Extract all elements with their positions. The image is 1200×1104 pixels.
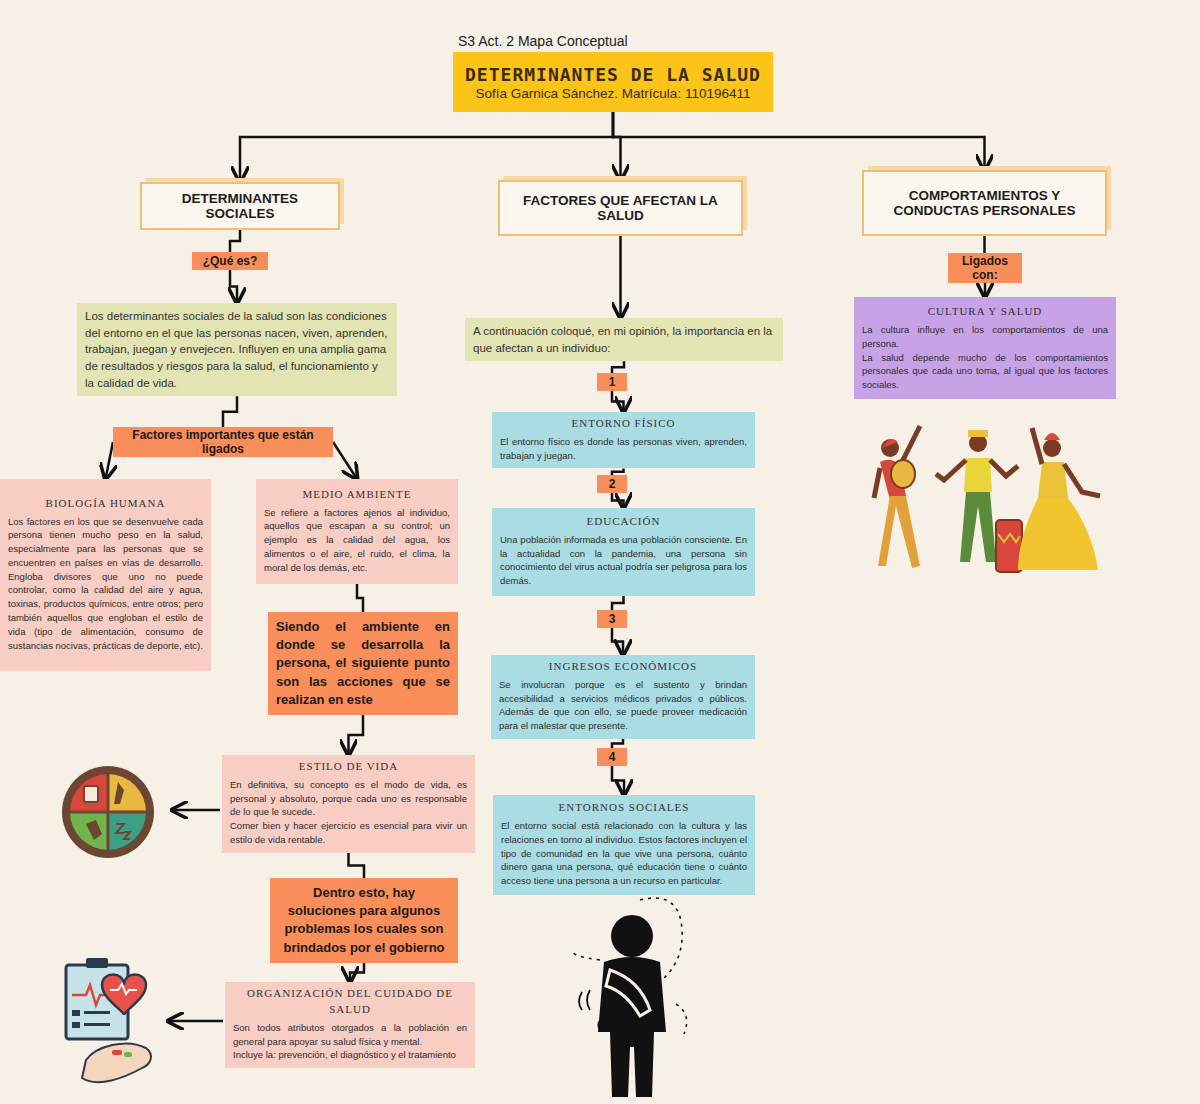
box-text: 2 <box>602 477 622 491</box>
callout-number: 4 <box>597 748 627 766</box>
connector <box>612 391 624 412</box>
factor-box: ENTORNO FÍSICO El entorno físico es donde… <box>492 412 755 468</box>
connector <box>230 230 240 252</box>
link-tag: Factores importantes que están ligados <box>113 427 333 457</box>
box-text: Comer bien y hacer ejercicio es esencial… <box>230 819 467 847</box>
leader-arrow <box>168 1020 223 1023</box>
banner-box: FACTORES QUE AFECTAN LA SALUD <box>498 180 743 236</box>
connector <box>350 963 364 982</box>
health-care-icon <box>66 958 151 1082</box>
connector <box>106 442 114 479</box>
box-heading: ORGANIZACIÓN DEL CUIDADO DE SALUD <box>233 986 467 1018</box>
box-text: FACTORES QUE AFECTAN LA SALUD <box>510 193 731 223</box>
factor-box: ENTORNOS SOCIALES El entorno social está … <box>493 795 755 895</box>
box-heading: CULTURA Y SALUD <box>862 304 1108 320</box>
factor-box: EDUCACIÓN Una población informada es una … <box>492 508 755 596</box>
box-heading: MEDIO AMBIENTE <box>264 487 450 503</box>
factor-box: INGRESOS ECONÓMICOS Se involucran porque … <box>491 655 755 739</box>
box-text: Una población informada es una población… <box>500 533 747 588</box>
concept-box: BIOLOGÍA HUMANA Los factores en los que s… <box>0 479 211 671</box>
connector <box>984 283 987 297</box>
box-heading: ENTORNO FÍSICO <box>500 416 747 432</box>
connector <box>612 739 623 748</box>
box-text: DETERMINANTES SOCIALES <box>152 191 328 221</box>
box-heading: ESTILO DE VIDA <box>230 759 467 775</box>
connector <box>619 236 622 318</box>
connector <box>230 270 237 303</box>
box-heading: ENTORNOS SOCIALES <box>501 800 747 816</box>
link-tag: Ligados con: <box>948 253 1022 283</box>
box-heading: INGRESOS ECONÓMICOS <box>499 659 747 675</box>
note-box: Dentro esto, hay soluciones para algunos… <box>270 878 458 963</box>
connector <box>357 584 363 612</box>
callout-number: 2 <box>597 475 627 493</box>
concept-box: ORGANIZACIÓN DEL CUIDADO DE SALUD Son tod… <box>225 982 475 1068</box>
box-text: La salud depende mucho de los comportami… <box>862 351 1108 392</box>
box-text: Sofía Garnica Sánchez. Matrícula: 110196… <box>463 86 763 101</box>
connector <box>612 596 624 610</box>
note-box: Siendo el ambiente en donde se desarroll… <box>268 612 458 715</box>
leader-arrow <box>172 809 220 812</box>
concept-box: ESTILO DE VIDA En definitiva, su concepto… <box>222 755 475 853</box>
sheet-label: S3 Act. 2 Mapa Conceptual <box>458 33 628 49</box>
box-text: A continuación coloqué, en mi opinión, l… <box>473 323 775 356</box>
callout-number: 3 <box>597 610 627 628</box>
box-text: COMPORTAMIENTOS Y CONDUCTAS PERSONALES <box>874 188 1095 218</box>
connector <box>333 442 357 479</box>
connector <box>612 493 624 508</box>
box-text: El entorno físico es donde las personas … <box>500 435 747 463</box>
box-text: Factores importantes que están ligados <box>118 428 328 456</box>
connector <box>240 112 613 182</box>
box-text: Se involucran porque es el sustento y br… <box>499 678 747 733</box>
box-text: Siendo el ambiente en donde se desarroll… <box>276 618 450 709</box>
connector <box>613 112 985 170</box>
box-text: En definitiva, su concepto es el modo de… <box>230 778 467 819</box>
dancers-illustration <box>874 426 1100 572</box>
connector <box>612 628 623 655</box>
lifestyle-icon <box>62 766 154 858</box>
box-heading: BIOLOGÍA HUMANA <box>8 496 203 512</box>
box-text: Se refiere a factores ajenos al individu… <box>264 506 450 575</box>
box-text: La cultura influye en los comportamiento… <box>862 323 1108 351</box>
title-box: DETERMINANTES DE LA SALUDSofía Garnica S… <box>453 52 773 112</box>
link-tag: ¿Qué es? <box>192 252 268 270</box>
box-text: 4 <box>602 750 622 764</box>
box-text: 3 <box>602 612 622 626</box>
banner-box: DETERMINANTES SOCIALES <box>140 182 340 230</box>
box-text: Ligados con: <box>953 254 1017 282</box>
callout-number: 1 <box>597 373 627 391</box>
connector <box>983 236 986 253</box>
banner-box: COMPORTAMIENTOS Y CONDUCTAS PERSONALES <box>862 170 1107 236</box>
box-text: Son todos atributos otorgados a la pobla… <box>233 1021 467 1049</box>
intro-box: A continuación coloqué, en mi opinión, l… <box>465 318 783 361</box>
connector <box>612 361 624 373</box>
box-text: 1 <box>602 375 622 389</box>
box-text: DETERMINANTES DE LA SALUD <box>463 64 763 85</box>
box-text: Dentro esto, hay soluciones para algunos… <box>278 884 450 957</box>
box-text: El entorno social está relacionado con l… <box>501 819 747 888</box>
box-text: Incluye la: prevención, el diagnóstico y… <box>233 1048 467 1062</box>
concept-box: CULTURA Y SALUD La cultura influye en los… <box>854 297 1116 399</box>
connector <box>612 766 624 795</box>
connector <box>349 853 365 878</box>
box-text: Los determinantes sociales de la salud s… <box>85 308 389 391</box>
concept-box: MEDIO AMBIENTE Se refiere a factores ajen… <box>256 479 458 584</box>
connector <box>223 396 237 427</box>
box-text: ¿Qué es? <box>197 254 263 268</box>
connector <box>349 715 364 755</box>
box-text: Los factores en los que se desenvuelve c… <box>8 515 203 653</box>
box-heading: EDUCACIÓN <box>500 514 747 530</box>
definition-box: Los determinantes sociales de la salud s… <box>77 303 397 396</box>
person-figure <box>572 898 687 1097</box>
